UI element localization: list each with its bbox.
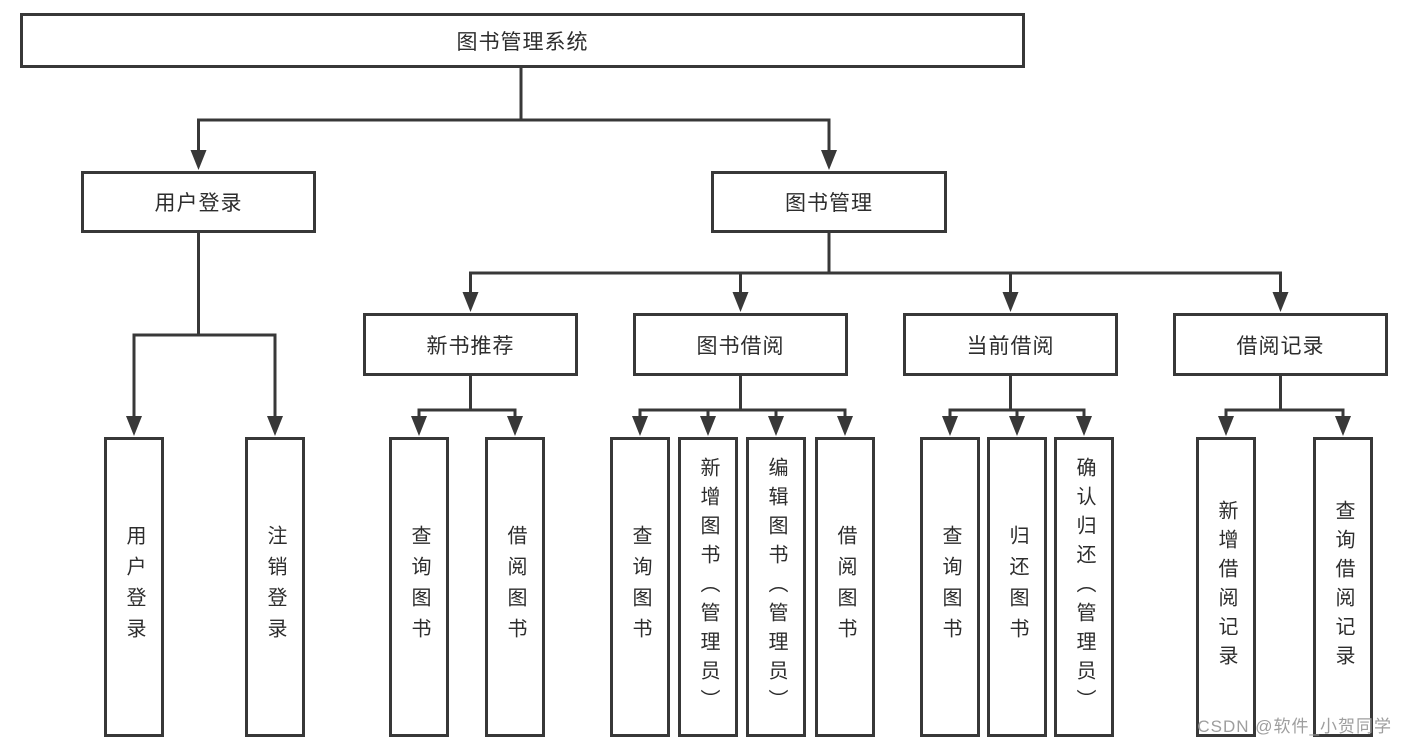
arrow-down-icon [126,416,142,436]
leaf-recommend-query-books: 查询图书 [389,437,449,737]
arrow-down-icon [267,416,283,436]
arrow-down-icon [768,416,784,436]
leaf-current-query-books: 查询图书 [920,437,980,737]
node-library-management-system: 图书管理系统 [20,13,1025,68]
node-user-login: 用户登录 [81,171,316,233]
arrow-down-icon [821,150,837,170]
arrow-down-icon [942,416,958,436]
arrow-down-icon [1002,292,1019,312]
leaf-logout: 注销登录 [245,437,305,737]
arrow-down-icon [732,292,749,312]
arrow-down-icon [1218,416,1234,436]
csdn-watermark: CSDN @软件_小贺同学 [1197,717,1392,736]
arrowhead-icons [126,150,1351,436]
tree-edges [132,66,1345,418]
arrow-down-icon [837,416,853,436]
node-current-borrowing: 当前借阅 [903,313,1118,376]
leaf-borrowing-edit-books-admin: 编辑图书（管理员） [746,437,806,737]
arrow-down-icon [1335,416,1351,436]
node-book-borrowing: 图书借阅 [633,313,848,376]
arrow-down-icon [1076,416,1092,436]
node-borrowing-records: 借阅记录 [1173,313,1388,376]
leaf-records-query-record: 查询借阅记录 [1313,437,1373,737]
arrow-down-icon [1009,416,1025,436]
node-book-management: 图书管理 [711,171,947,233]
leaf-current-confirm-return-admin: 确认归还（管理员） [1054,437,1114,737]
leaf-current-return-books: 归还图书 [987,437,1047,737]
arrow-down-icon [1272,292,1289,312]
leaf-borrowing-add-books-admin: 新增图书（管理员） [678,437,738,737]
leaf-records-add-record: 新增借阅记录 [1196,437,1256,737]
arrow-down-icon [411,416,427,436]
arrow-down-icon [507,416,523,436]
leaf-borrowing-query-books: 查询图书 [610,437,670,737]
leaf-borrowing-borrow-books: 借阅图书 [815,437,875,737]
arrow-down-icon [462,292,479,312]
arrow-down-icon [700,416,716,436]
leaf-user-login: 用户登录 [104,437,164,737]
node-new-book-recommendation: 新书推荐 [363,313,578,376]
leaf-recommend-borrow-books: 借阅图书 [485,437,545,737]
arrow-down-icon [190,150,207,170]
arrow-down-icon [632,416,648,436]
